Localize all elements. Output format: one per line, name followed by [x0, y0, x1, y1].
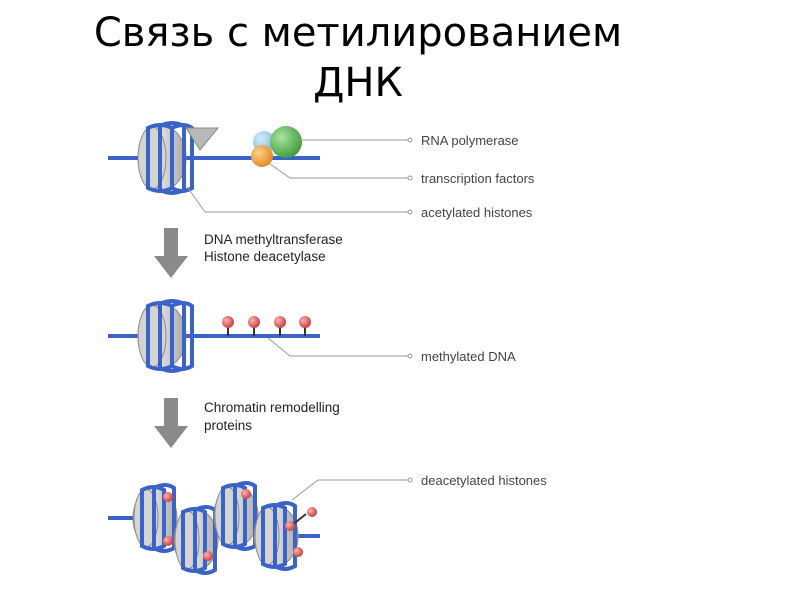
acetyl-tail-icon: [185, 127, 220, 151]
rna-polymerase-icon: [270, 126, 302, 158]
label-transcription-factors: transcription factors: [421, 171, 535, 186]
nucleosome: [173, 505, 219, 575]
label-methylated-dna: methylated DNA: [421, 349, 516, 364]
page-title: Связь с метилированием ДНК: [0, 8, 716, 108]
label-deacetylated-histones: deacetylated histones: [421, 473, 547, 488]
leader-line: [291, 479, 408, 501]
down-arrow-icon: [154, 398, 188, 448]
step1-line2: Histone deacetylase: [204, 249, 326, 264]
nucleosome: [132, 483, 178, 553]
leader-line: [187, 187, 408, 213]
title-line-2: ДНК: [313, 60, 403, 106]
methyl-group-icon: [248, 316, 260, 336]
label-acetylated-histones: acetylated histones: [421, 205, 533, 220]
panel-open-chromatin: RNA polymerase transcription factors ace…: [108, 121, 535, 220]
nucleosome: [137, 299, 194, 373]
nucleosome: [137, 121, 194, 195]
leader-line: [267, 337, 408, 357]
nucleosome: [213, 481, 259, 551]
step1-line1: DNA methyltransferase: [204, 232, 343, 247]
step2-line2: proteins: [204, 418, 252, 433]
leader-line: [269, 163, 408, 179]
label-rna-polymerase: RNA polymerase: [421, 133, 519, 148]
title-line-1: Связь с метилированием: [93, 10, 623, 56]
transcription-factor-orange-icon: [251, 145, 273, 167]
nucleosome: [253, 501, 317, 571]
methyl-group-icon: [299, 316, 311, 336]
step2-line1: Chromatin remodelling: [204, 400, 340, 415]
down-arrow-icon: [154, 228, 188, 278]
methyl-group-icon: [222, 316, 234, 336]
methyl-group-icon: [274, 316, 286, 336]
panel-methylated-dna: methylated DNA: [108, 299, 516, 373]
panel-condensed-chromatin: deacetylated histones: [108, 473, 547, 575]
